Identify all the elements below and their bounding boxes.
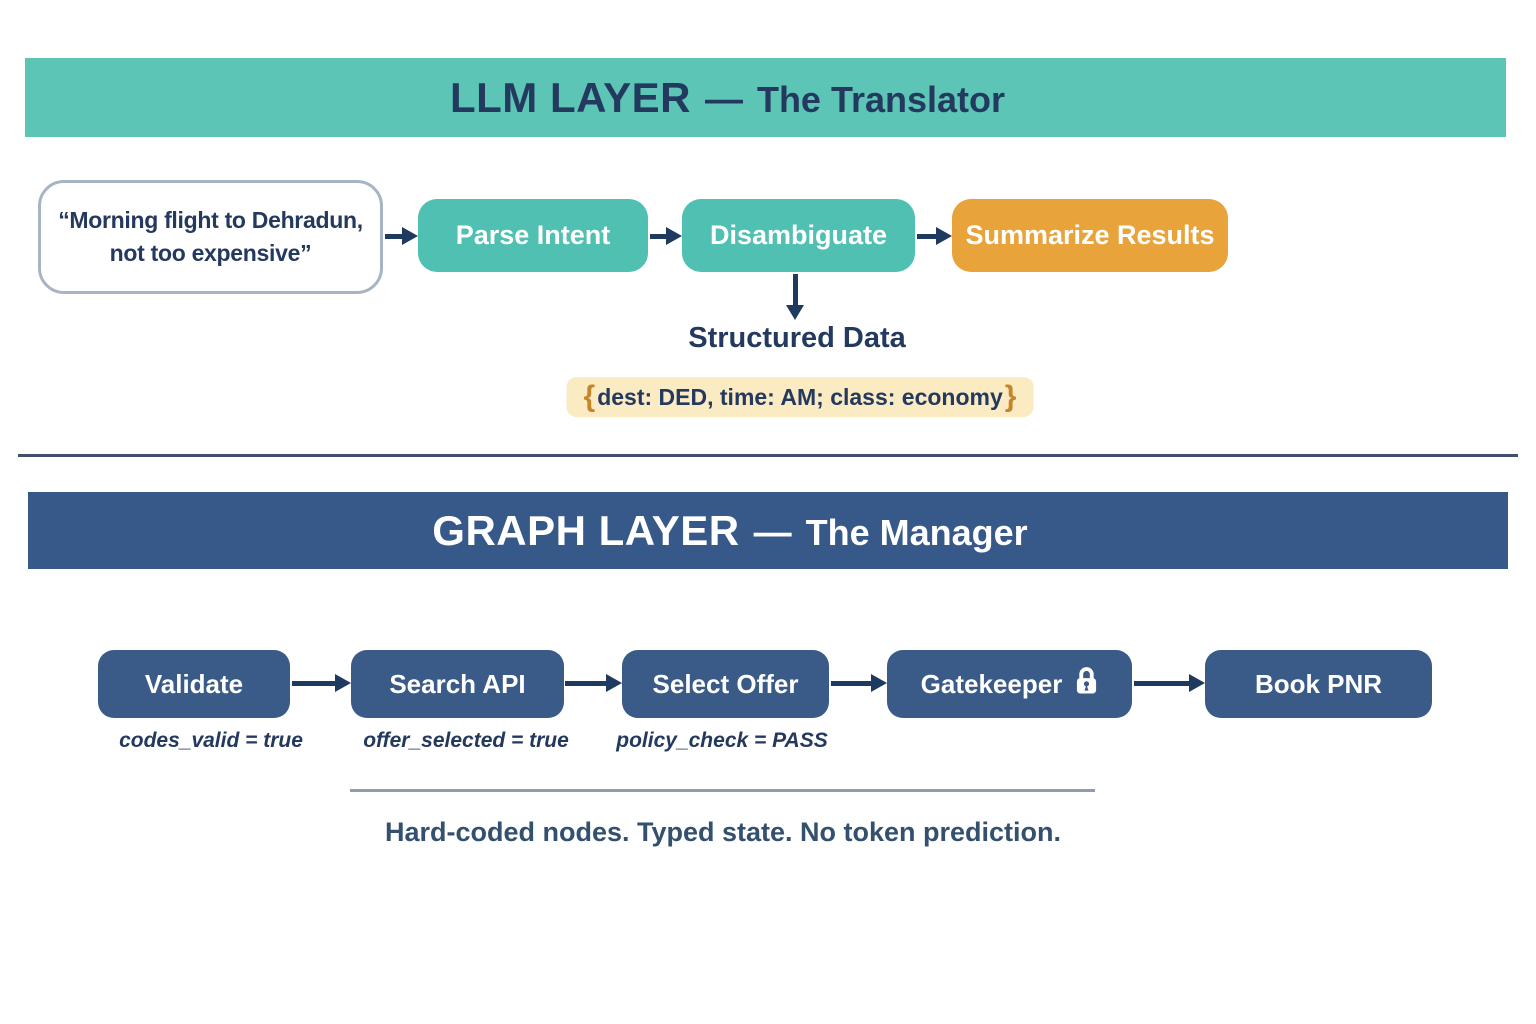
node-disambiguate-label: Disambiguate bbox=[709, 220, 888, 250]
llm-layer-subtitle: The Translator bbox=[756, 78, 1006, 120]
user-quote-box: “Morning flight to Dehradun, not too exp… bbox=[38, 180, 383, 294]
user-quote-line-2: not too expensive” bbox=[109, 240, 312, 266]
node-parse-intent-label: Parse Intent bbox=[455, 220, 611, 250]
caption-divider bbox=[350, 789, 1095, 792]
llm-layer-title-dash: — bbox=[704, 78, 743, 121]
node-search-api-label: Search API bbox=[389, 668, 526, 699]
structured-data-label: Structured Data bbox=[688, 322, 906, 354]
node-gatekeeper: Gatekeeper bbox=[887, 650, 1132, 718]
arrow-right-icon bbox=[385, 227, 418, 245]
state-codes-valid: codes_valid = true bbox=[119, 729, 303, 752]
arrow-right-icon bbox=[292, 674, 351, 692]
arrow-down-icon bbox=[786, 274, 804, 320]
node-validate: Validate bbox=[98, 650, 290, 718]
structured-output-text: dest: DED, time: AM; class: economy bbox=[597, 383, 1003, 410]
llm-layer-banner: LLM LAYER — The Translator bbox=[25, 58, 1506, 137]
node-select-offer: Select Offer bbox=[622, 650, 829, 718]
graph-layer-banner: GRAPH LAYER — The Manager bbox=[28, 492, 1508, 569]
close-brace: } bbox=[1004, 380, 1017, 413]
state-offer-selected: offer_selected = true bbox=[363, 729, 569, 752]
user-quote-line-1: “Morning flight to Dehradun, bbox=[58, 206, 363, 233]
node-parse-intent: Parse Intent bbox=[418, 199, 648, 272]
graph-layer-subtitle: The Manager bbox=[805, 511, 1028, 553]
arrow-right-icon bbox=[650, 227, 682, 245]
graph-layer-title: GRAPH LAYER bbox=[432, 506, 740, 554]
node-disambiguate: Disambiguate bbox=[682, 199, 915, 272]
open-brace: { bbox=[583, 380, 596, 413]
graph-layer-banner-title: GRAPH LAYER — The Manager bbox=[432, 507, 1027, 555]
node-gatekeeper-label: Gatekeeper bbox=[920, 668, 1063, 699]
node-search-api: Search API bbox=[351, 650, 564, 718]
arrow-right-icon bbox=[565, 674, 622, 692]
node-summarize-results-label: Summarize Results bbox=[965, 220, 1215, 250]
graph-layer-caption: Hard-coded nodes. Typed state. No token … bbox=[384, 817, 1062, 847]
arrow-right-icon bbox=[831, 674, 887, 692]
arrow-right-icon bbox=[1134, 674, 1205, 692]
lock-icon bbox=[1075, 666, 1098, 702]
structured-output-pill: { dest: DED, time: AM; class: economy } bbox=[566, 377, 1034, 417]
node-book-pnr: Book PNR bbox=[1205, 650, 1432, 718]
arrow-right-icon bbox=[917, 227, 952, 245]
llm-layer-banner-title: LLM LAYER — The Translator bbox=[450, 74, 1005, 122]
node-validate-label: Validate bbox=[144, 668, 244, 699]
graph-layer-title-dash: — bbox=[753, 511, 792, 554]
llm-layer-title: LLM LAYER bbox=[449, 73, 691, 121]
node-summarize-results: Summarize Results bbox=[952, 199, 1228, 272]
section-divider bbox=[18, 454, 1518, 457]
state-policy-check: policy_check = PASS bbox=[616, 729, 828, 752]
node-book-pnr-label: Book PNR bbox=[1254, 668, 1383, 699]
node-select-offer-label: Select Offer bbox=[652, 668, 799, 699]
